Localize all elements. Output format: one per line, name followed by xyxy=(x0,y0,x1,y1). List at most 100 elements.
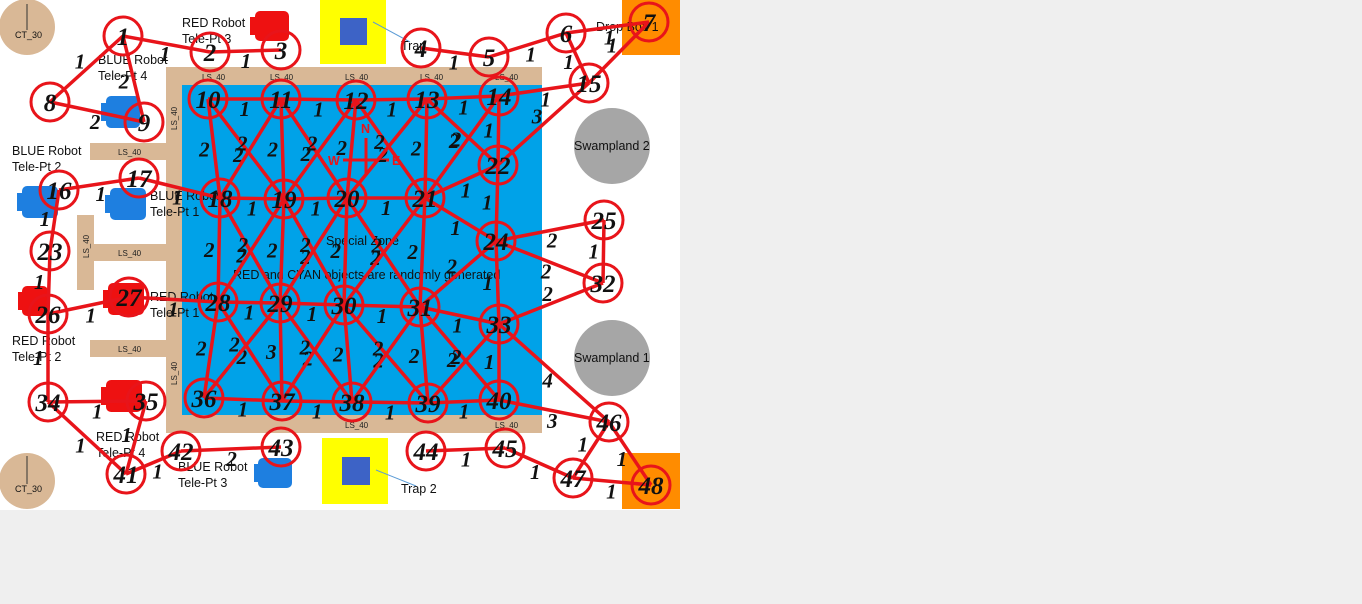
edge-weight: 1 xyxy=(312,399,323,423)
robot-label: BLUE Robot xyxy=(98,53,168,67)
edge-weight: 2 xyxy=(299,336,311,360)
graph-node: 14 xyxy=(478,75,520,117)
ls-label: LS_40 xyxy=(202,73,226,82)
node-label: 13 xyxy=(415,87,440,114)
compass-w: W xyxy=(328,154,340,168)
graph-node: 11 xyxy=(260,78,302,120)
node-circle xyxy=(568,62,610,104)
edge-weight: 2 xyxy=(203,238,215,262)
graph-edge xyxy=(138,176,221,200)
graph-edge xyxy=(572,476,652,487)
robot-map: LS_40 LS_40 LS_40 LS_40 LS_40 LS_40 LS_4… xyxy=(0,0,680,510)
node-label: 40 xyxy=(486,388,513,415)
edge-weight: 1 xyxy=(578,433,589,457)
edge-weight: 1 xyxy=(461,179,472,203)
graph-node: 6 xyxy=(545,12,587,54)
graph-edge xyxy=(498,81,590,98)
node-circle xyxy=(29,81,71,123)
node-label: 31 xyxy=(407,295,433,322)
node-circle xyxy=(199,177,241,219)
path-strip-left-3 xyxy=(90,340,166,357)
node-label: 10 xyxy=(196,87,222,114)
edge-weight: 1 xyxy=(606,479,617,503)
edge-weight: 2 xyxy=(237,233,249,257)
graph-node: 13 xyxy=(406,78,448,120)
robot-label: Tele-Pt 3 xyxy=(178,476,227,490)
ls-label: LS_40 xyxy=(118,148,142,157)
graph-edge xyxy=(342,304,354,403)
edge-weight: 2 xyxy=(369,246,381,270)
edge-weight: 2 xyxy=(373,130,385,154)
special-zone-field xyxy=(182,85,542,415)
edge-weight: 1 xyxy=(240,97,251,121)
graph-node: 25 xyxy=(583,199,625,241)
swampland-2-label: Swampland 2 xyxy=(574,139,650,153)
node-circle xyxy=(628,1,670,43)
node-circle xyxy=(187,78,229,120)
edge-weight: 1 xyxy=(589,239,600,263)
graph-node: 10 xyxy=(187,78,229,120)
graph-edge xyxy=(565,20,650,35)
node-circle xyxy=(323,284,365,326)
swampland-1 xyxy=(574,320,650,396)
node-label: 7 xyxy=(643,10,657,37)
node-circle xyxy=(406,78,448,120)
node-label: 42 xyxy=(168,439,194,466)
edge-weight: 2 xyxy=(445,254,457,278)
graph-edge xyxy=(48,34,125,104)
edge-weight: 1 xyxy=(381,196,392,220)
edge-weight: 3 xyxy=(531,105,543,129)
edge-weight: 1 xyxy=(121,423,131,447)
node-circle xyxy=(475,220,517,262)
node-circle xyxy=(478,379,520,421)
node-label: 43 xyxy=(268,435,294,462)
edge-weight: 2 xyxy=(541,282,553,306)
edge-weight: 2 xyxy=(236,131,248,155)
graph-edge xyxy=(423,98,429,199)
graph-edge xyxy=(424,163,499,200)
graph-edge xyxy=(206,97,286,201)
graph-edge xyxy=(180,445,282,453)
graph-node: 31 xyxy=(399,286,441,328)
node-label: 38 xyxy=(339,390,366,417)
graph-node: 9 xyxy=(123,101,165,143)
node-circle xyxy=(399,286,441,328)
graph-edge xyxy=(587,20,651,85)
graph-edge xyxy=(488,31,567,59)
graph-node: 44 xyxy=(405,430,447,472)
graph-edge xyxy=(342,196,427,307)
node-label: 37 xyxy=(269,389,297,416)
node-circle xyxy=(27,293,69,335)
ls-label: LS_40 xyxy=(345,421,369,430)
node-circle xyxy=(197,281,239,323)
compass-n: N xyxy=(361,122,370,136)
graph-edge xyxy=(425,446,506,453)
node-label: 28 xyxy=(205,290,232,317)
edge-weight: 2 xyxy=(266,239,278,263)
graph-edge xyxy=(278,198,286,304)
graph-node: 39 xyxy=(407,382,449,424)
node-circle xyxy=(105,453,147,495)
node-label: 39 xyxy=(415,391,442,418)
edge-weight: 2 xyxy=(332,342,344,366)
graph-edge xyxy=(504,446,574,480)
edge-weight: 2 xyxy=(546,228,558,252)
node-circle xyxy=(326,177,368,219)
path-strip-vertical xyxy=(77,215,94,290)
node-circle xyxy=(405,430,447,472)
graph-edge xyxy=(351,400,429,405)
ls-label: LS_40 xyxy=(345,73,369,82)
node-label: 11 xyxy=(269,87,293,114)
node-label: 16 xyxy=(47,178,73,205)
edge-weight: 1 xyxy=(172,186,183,210)
edge-weight: 1 xyxy=(540,87,551,111)
edge-weight: 1 xyxy=(238,397,249,421)
edge-weight: 1 xyxy=(387,97,398,121)
graph-edge xyxy=(355,97,428,102)
graph-edge xyxy=(279,98,286,200)
path-strip-left-2 xyxy=(90,244,166,261)
node-circle xyxy=(331,381,373,423)
graph-edge xyxy=(203,396,283,403)
edge-weight: 2 xyxy=(195,337,207,361)
